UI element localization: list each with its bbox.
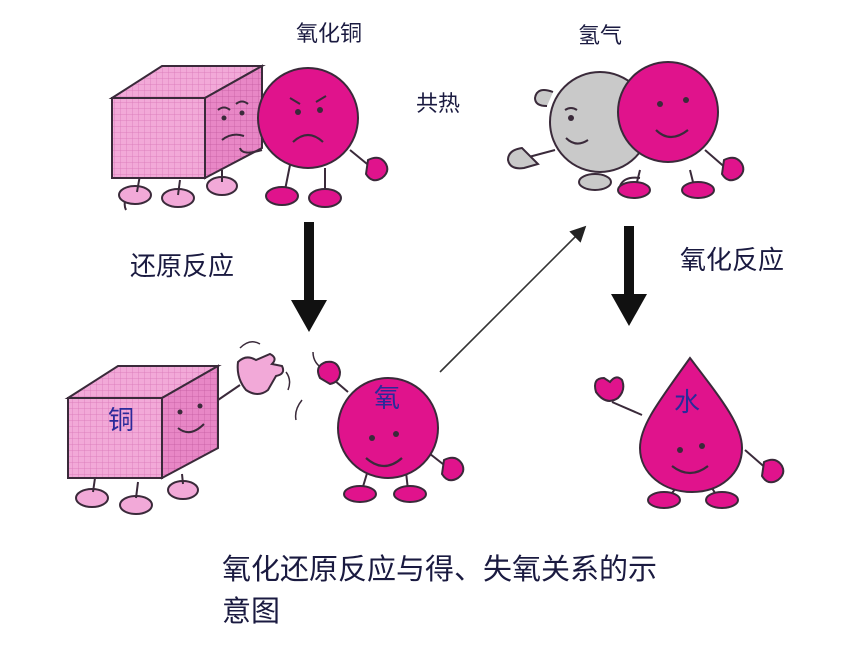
heat-together-label: 共热 xyxy=(416,92,461,117)
oxidation-reaction-label: 氧化反应 xyxy=(680,246,785,276)
caption-line-1: 氧化还原反应与得、失氧关系的示 xyxy=(222,552,658,586)
water-inner-label: 水 xyxy=(674,388,701,418)
copper-oxide-oxygen-ball-icon xyxy=(239,67,389,208)
diagram-caption: 氧化还原反应与得、失氧关系的示 意图 xyxy=(222,548,822,632)
copper-oxide-box-icon xyxy=(108,64,266,211)
oxygen-inner-label: 氧 xyxy=(374,384,401,414)
release-oxygen-diagonal-arrow-icon xyxy=(439,225,587,373)
oxidation-down-arrow-icon xyxy=(611,226,647,326)
copper-box-icon xyxy=(64,341,291,515)
hydrogen-oxygen-ball-icon xyxy=(617,61,745,199)
copper-oxide-label: 氧化铜 xyxy=(296,22,363,47)
caption-line-2: 意图 xyxy=(222,594,281,629)
free-oxygen-ball-icon xyxy=(294,351,465,503)
water-drop-icon xyxy=(594,356,785,509)
reduction-reaction-label: 还原反应 xyxy=(130,252,235,282)
reduction-down-arrow-icon xyxy=(291,222,327,332)
hydrogen-label: 氢气 xyxy=(578,24,623,49)
copper-inner-label: 铜 xyxy=(108,406,135,436)
